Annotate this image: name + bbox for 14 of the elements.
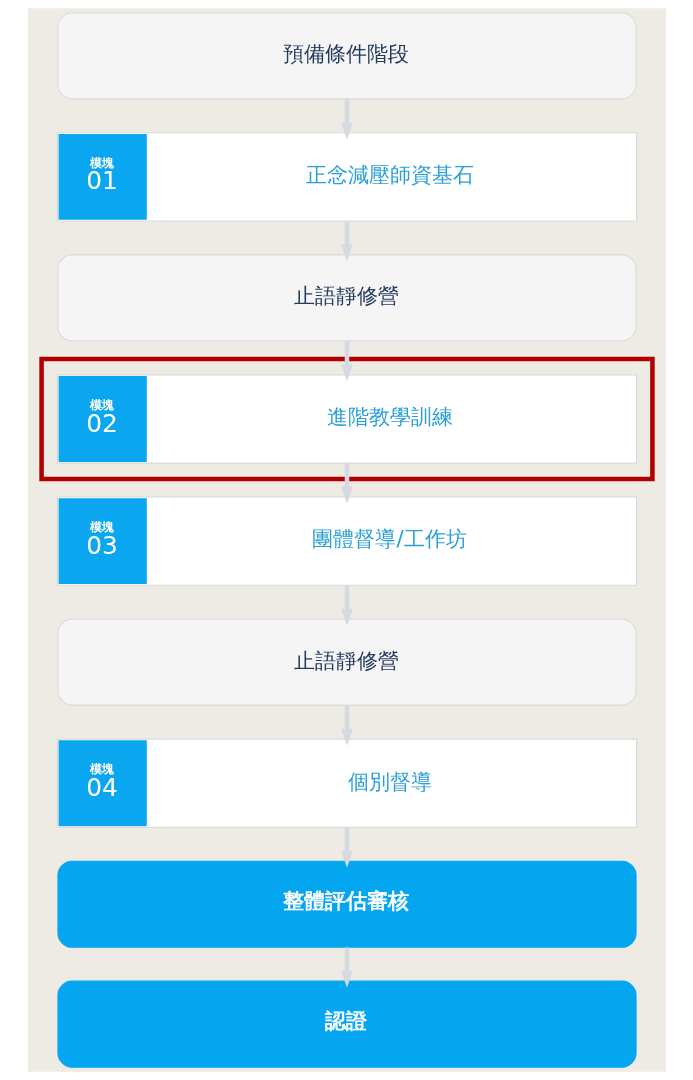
arrow <box>340 705 353 746</box>
arrow <box>340 585 353 626</box>
arrow <box>340 947 353 988</box>
node-box: 整體評估審核 <box>56 860 637 948</box>
node-box: 認證 <box>56 980 637 1068</box>
node-box: 止語靜修營 <box>56 618 637 706</box>
arrow <box>340 827 353 868</box>
arrow <box>340 340 353 382</box>
arrow <box>340 463 353 504</box>
cluster <box>38 356 655 482</box>
node-box: 止語靜修營 <box>56 254 637 342</box>
arrow <box>340 98 353 140</box>
arrow <box>340 221 353 262</box>
node-box: 預備條件階段 <box>56 12 637 100</box>
